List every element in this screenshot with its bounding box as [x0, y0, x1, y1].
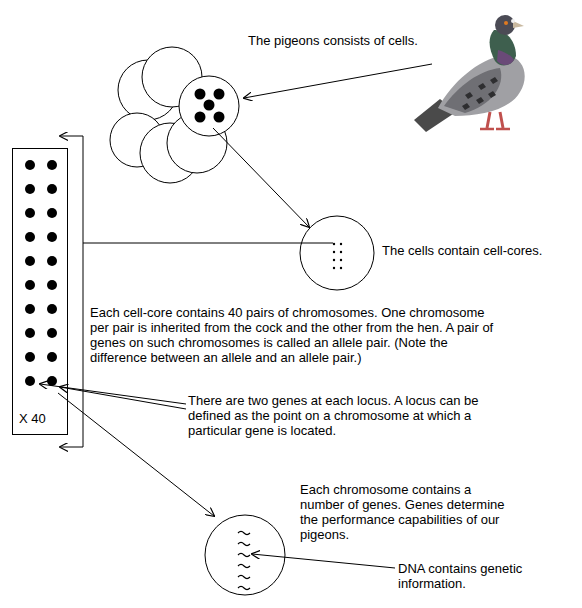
leader-arrow	[244, 64, 432, 98]
bracket-arrow	[60, 136, 83, 137]
annotation-text: Each chromosome contains a number of gen…	[300, 482, 510, 542]
chromosome-dot	[47, 280, 57, 290]
leader-arrow	[60, 387, 186, 409]
wing-checker	[462, 77, 498, 110]
cell-core-dot	[214, 89, 225, 100]
leader-arrow	[213, 128, 309, 227]
cell-core-circle	[300, 216, 374, 290]
bracket-arrow	[60, 447, 83, 448]
pigeon-foot	[480, 128, 510, 131]
chromosome-box: X 40	[12, 148, 68, 435]
chromosome-dot	[47, 232, 57, 242]
chromosome-dot	[333, 251, 335, 253]
pigeon-cere	[511, 19, 515, 23]
annotation-text: The pigeons consists of cells.	[248, 33, 468, 48]
chromosome-dot	[333, 243, 335, 245]
chromosome-dot	[340, 259, 342, 261]
cell-core-dot	[195, 89, 206, 100]
chromosome-dot	[340, 267, 342, 269]
cell	[179, 76, 239, 136]
chromosome-dot	[47, 304, 57, 314]
annotation-text: Each cell-core contains 40 pairs of chro…	[90, 305, 502, 365]
chromosome-dot	[333, 267, 335, 269]
bracket-line	[83, 136, 84, 447]
chromosome-dot	[47, 208, 57, 218]
leader-line	[83, 243, 333, 244]
count-label: X 40	[19, 411, 67, 426]
chromosome-circle	[205, 515, 285, 595]
chromosome-dot	[25, 208, 35, 218]
chromosome-dot	[25, 304, 35, 314]
chromosome-dot	[340, 251, 342, 253]
gene-mark	[238, 532, 250, 590]
chromosome-dot	[25, 232, 35, 242]
chromosome-dot	[25, 328, 35, 338]
pigeon-eye	[504, 21, 508, 25]
chromosome-dot	[25, 352, 35, 362]
pigeon-neck	[490, 30, 516, 66]
chromosome-dot	[333, 259, 335, 261]
chromosome-dot	[47, 160, 57, 170]
chromosome-dot	[47, 184, 57, 194]
pigeon-neck-sheen	[497, 50, 514, 65]
pigeon-head	[495, 15, 515, 35]
chromosome-dot	[25, 280, 35, 290]
cell-core-dot	[195, 112, 206, 123]
chromosome-dot	[47, 352, 57, 362]
pigeon-leg	[500, 112, 503, 128]
chromosome-dot	[47, 328, 57, 338]
chromosome-dot	[25, 256, 35, 266]
pigeon-leg	[487, 112, 490, 128]
chromosome-dot	[47, 376, 57, 386]
pigeon-wing	[444, 68, 501, 113]
chromosome-dot	[25, 184, 35, 194]
cell-core-dot	[204, 100, 215, 111]
cell-core-dot	[214, 112, 225, 123]
annotation-text: The cells contain cell-cores.	[382, 243, 577, 258]
annotation-text: There are two genes at each locus. A loc…	[188, 393, 498, 438]
chromosome-dot	[47, 256, 57, 266]
leader-arrow	[252, 554, 395, 568]
pigeon-body	[438, 55, 525, 116]
chromosome-dot	[25, 160, 35, 170]
chromosome-dot	[25, 376, 35, 386]
chromosome-dot	[340, 243, 342, 245]
annotation-text: DNA contains genetic information.	[398, 561, 528, 591]
